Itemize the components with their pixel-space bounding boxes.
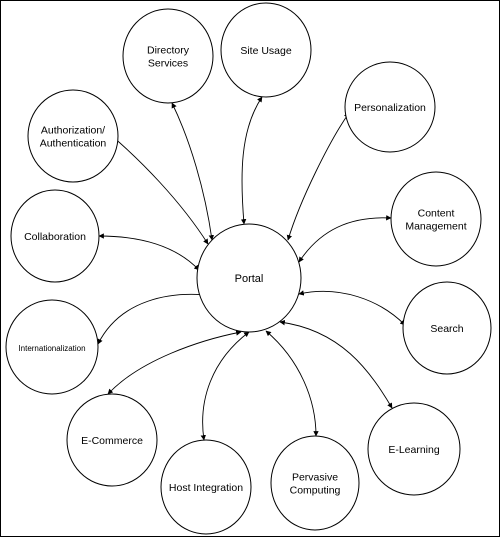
node-circle-e-learning: [367, 402, 461, 496]
node-label-authorization-authentication-line-2: Authentication: [40, 138, 107, 150]
node-circle-content-management: [390, 171, 482, 267]
node-label-authorization-authentication-line-1: Authorization/: [41, 125, 105, 137]
node-label-pervasive-computing-line-1: Pervasive: [292, 472, 338, 484]
connector-portal-internationalization: [97, 292, 216, 345]
node-label-directory-services-line-2: Services: [148, 58, 188, 70]
node-circle-e-commerce: [66, 393, 158, 487]
connector-portal-search: [298, 290, 406, 326]
connector-portal-content-management: [298, 215, 392, 263]
node-label-e-commerce: E-Commerce: [81, 435, 143, 447]
node-label-internationalization: Internationalization: [18, 344, 85, 353]
node-circle-portal: [196, 223, 302, 333]
node-label-portal: Portal: [235, 273, 264, 285]
node-portal: Portal: [196, 223, 302, 333]
connector-portal-e-learning: [279, 319, 393, 409]
node-label-content-management-line-2: Management: [405, 221, 466, 233]
node-circle-collaboration: [10, 189, 100, 283]
connector-portal-e-commerce: [107, 330, 242, 395]
node-authorization-authentication: Authorization/Authentication: [27, 89, 119, 183]
node-label-collaboration: Collaboration: [24, 231, 86, 243]
node-circle-pervasive-computing: [270, 435, 360, 531]
connector-portal-personalization: [286, 112, 350, 241]
node-label-host-integration: Host Integration: [169, 482, 243, 494]
connector-portal-authorization-authentication: [111, 135, 209, 245]
node-circle-authorization-authentication: [27, 89, 119, 183]
node-circle-internationalization: [5, 299, 99, 395]
node-internationalization: Internationalization: [5, 299, 99, 395]
node-label-pervasive-computing-line-2: Computing: [290, 485, 341, 497]
node-circle-personalization: [344, 61, 436, 153]
connector-layer: [97, 96, 406, 441]
node-label-search: Search: [430, 323, 463, 335]
node-site-usage: Site Usage: [220, 2, 312, 98]
node-host-integration: Host Integration: [160, 439, 252, 535]
node-e-commerce: E-Commerce: [66, 393, 158, 487]
node-label-site-usage: Site Usage: [240, 45, 292, 57]
node-collaboration: Collaboration: [10, 189, 100, 283]
node-circle-site-usage: [220, 2, 312, 98]
connector-portal-directory-services: [171, 102, 214, 241]
node-personalization: Personalization: [344, 61, 436, 153]
node-label-e-learning: E-Learning: [388, 444, 440, 456]
connector-portal-pervasive-computing: [265, 330, 319, 437]
node-circle-host-integration: [160, 439, 252, 535]
node-label-personalization: Personalization: [354, 102, 426, 114]
node-circle-search: [402, 281, 492, 375]
node-label-content-management-line-1: Content: [418, 208, 455, 220]
node-circle-directory-services: [122, 8, 214, 104]
connector-portal-host-integration: [200, 331, 250, 441]
node-label-directory-services-line-1: Directory: [147, 45, 190, 57]
node-search: Search: [402, 281, 492, 375]
connector-portal-site-usage: [240, 96, 263, 225]
node-e-learning: E-Learning: [367, 402, 461, 496]
connector-portal-collaboration: [98, 233, 200, 271]
